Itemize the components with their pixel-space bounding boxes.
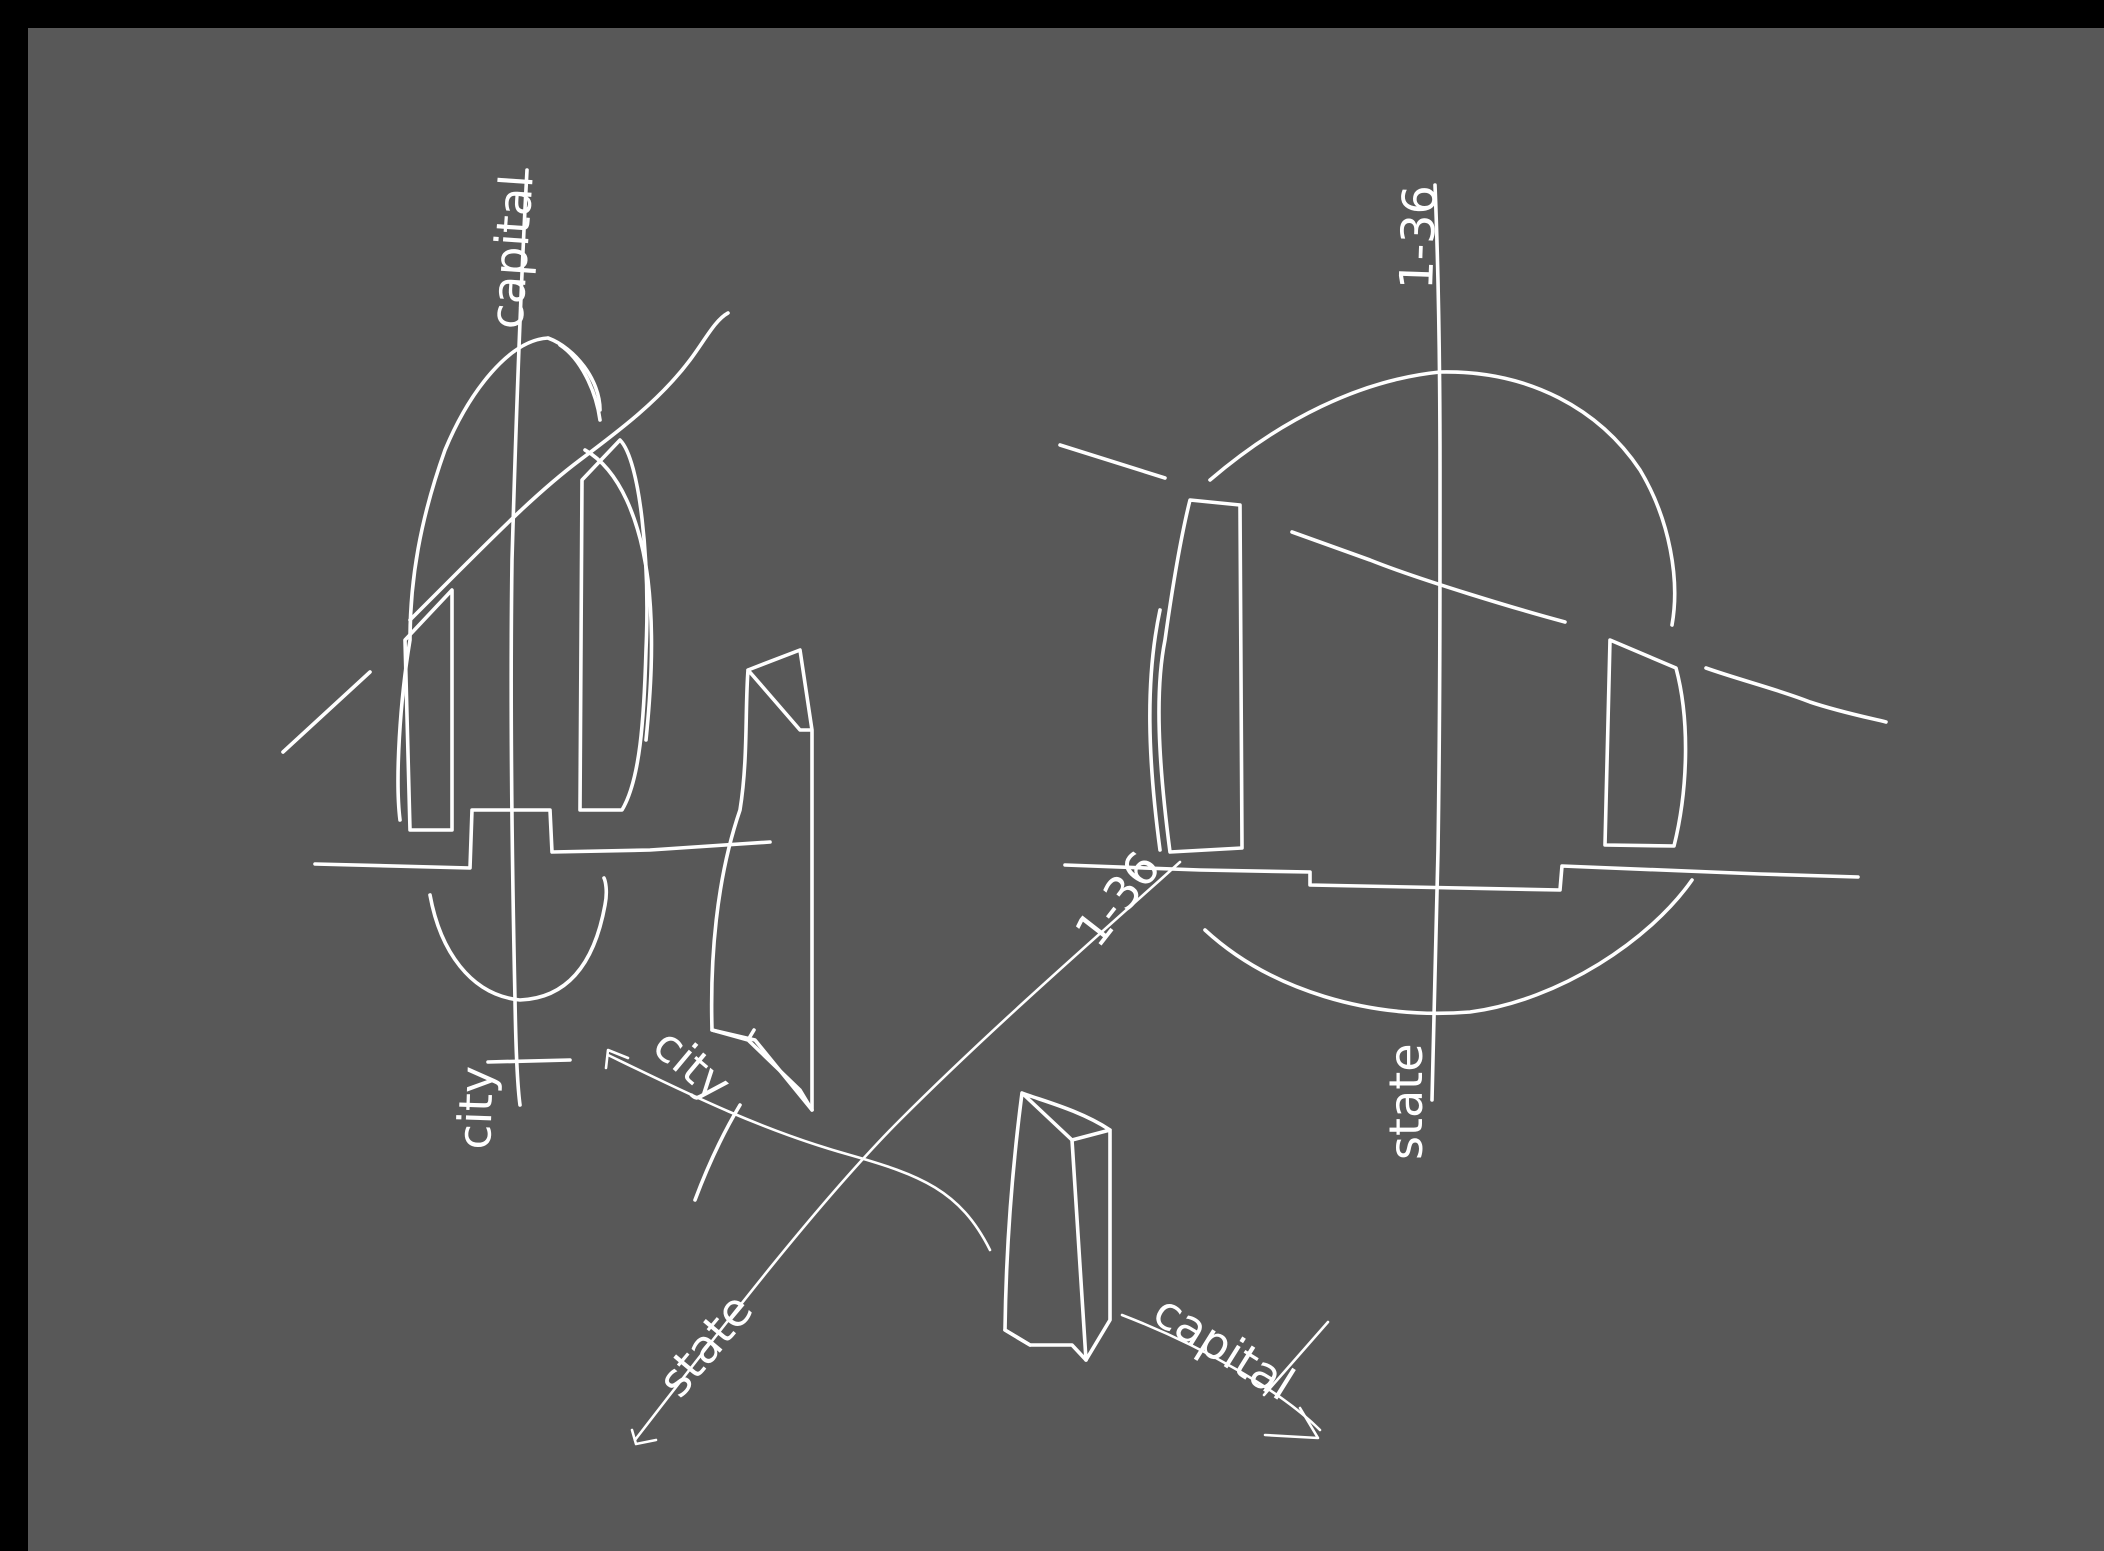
right-vertical-axis-bottom-label: state <box>1379 1043 1433 1160</box>
left-bottom-tick <box>488 1060 570 1062</box>
left-vertical-axis-label: capital <box>479 173 544 331</box>
board-background <box>28 28 2104 1551</box>
left-bottom-axis-label: city <box>447 1065 504 1150</box>
right-vertical-axis-top-label: 1-36 <box>1389 184 1447 290</box>
